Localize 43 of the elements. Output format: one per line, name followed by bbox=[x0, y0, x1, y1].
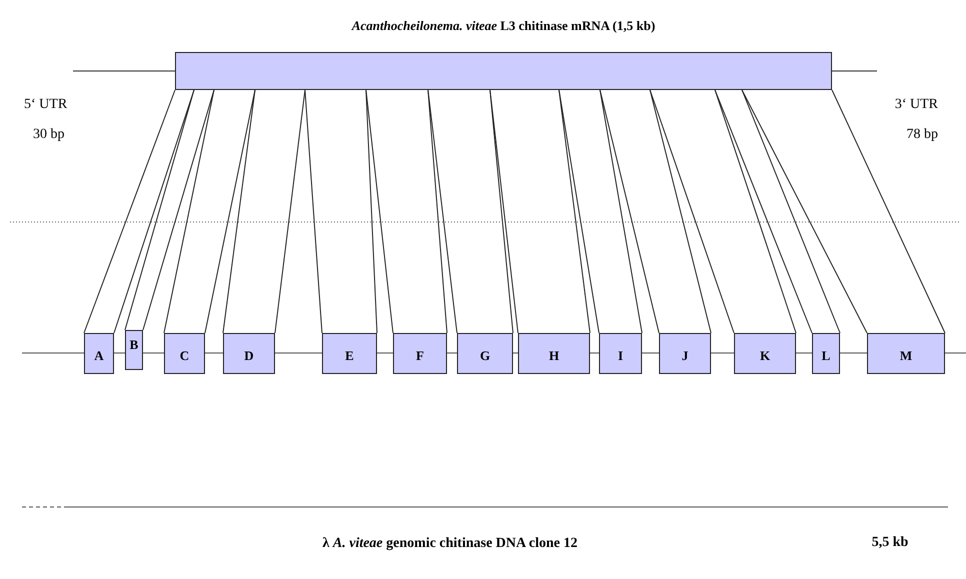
utr-label: 78 bp bbox=[906, 126, 938, 144]
mapping-line bbox=[742, 90, 868, 334]
mapping-line bbox=[742, 90, 840, 334]
mapping-line bbox=[428, 90, 448, 334]
exon-box: B bbox=[125, 330, 143, 370]
mapping-line bbox=[832, 90, 946, 334]
mapping-line bbox=[714, 90, 812, 334]
mapping-line bbox=[84, 90, 176, 334]
clone-label: λ A. viteae genomic chitinase DNA clone 12 bbox=[322, 535, 578, 553]
mapping-line bbox=[650, 90, 712, 334]
clone-label: 5,5 kb bbox=[870, 534, 910, 552]
mapping-line bbox=[274, 90, 306, 334]
mapping-line bbox=[558, 90, 600, 334]
exon-box: H bbox=[518, 333, 590, 374]
utr-label: 5‘ UTR bbox=[24, 96, 68, 114]
mapping-line bbox=[222, 90, 256, 334]
exon-box: M bbox=[867, 333, 945, 374]
utr-label: 3‘ UTR bbox=[894, 96, 938, 114]
mapping-line bbox=[600, 90, 660, 334]
mapping-line bbox=[490, 90, 518, 334]
mapping-line bbox=[304, 90, 322, 334]
mapping-line bbox=[204, 90, 256, 334]
mapping-line bbox=[600, 90, 642, 334]
exon-box: K bbox=[734, 333, 796, 374]
exon-box: A bbox=[84, 333, 114, 374]
exon-box: C bbox=[164, 333, 205, 374]
mapping-line bbox=[558, 90, 590, 334]
exon-box: I bbox=[599, 333, 642, 374]
mrna-title: Acanthocheilonema. viteae L3 chitinase mRNA (1,5 kb) bbox=[350, 17, 656, 35]
exon-box: L bbox=[812, 333, 840, 374]
mapping-line bbox=[366, 90, 394, 334]
mapping-line bbox=[142, 90, 214, 330]
exon-box: F bbox=[393, 333, 447, 374]
exon-box: E bbox=[322, 333, 377, 374]
mapping-line bbox=[366, 90, 378, 334]
exon-box: D bbox=[223, 333, 275, 374]
mapping-line bbox=[650, 90, 734, 334]
mapping-line bbox=[428, 90, 458, 334]
mapping-line bbox=[714, 90, 796, 334]
exon-box: J bbox=[659, 333, 711, 374]
utr-label: 30 bp bbox=[33, 126, 66, 144]
mapping-line bbox=[164, 90, 214, 334]
exon-box: G bbox=[457, 333, 513, 374]
